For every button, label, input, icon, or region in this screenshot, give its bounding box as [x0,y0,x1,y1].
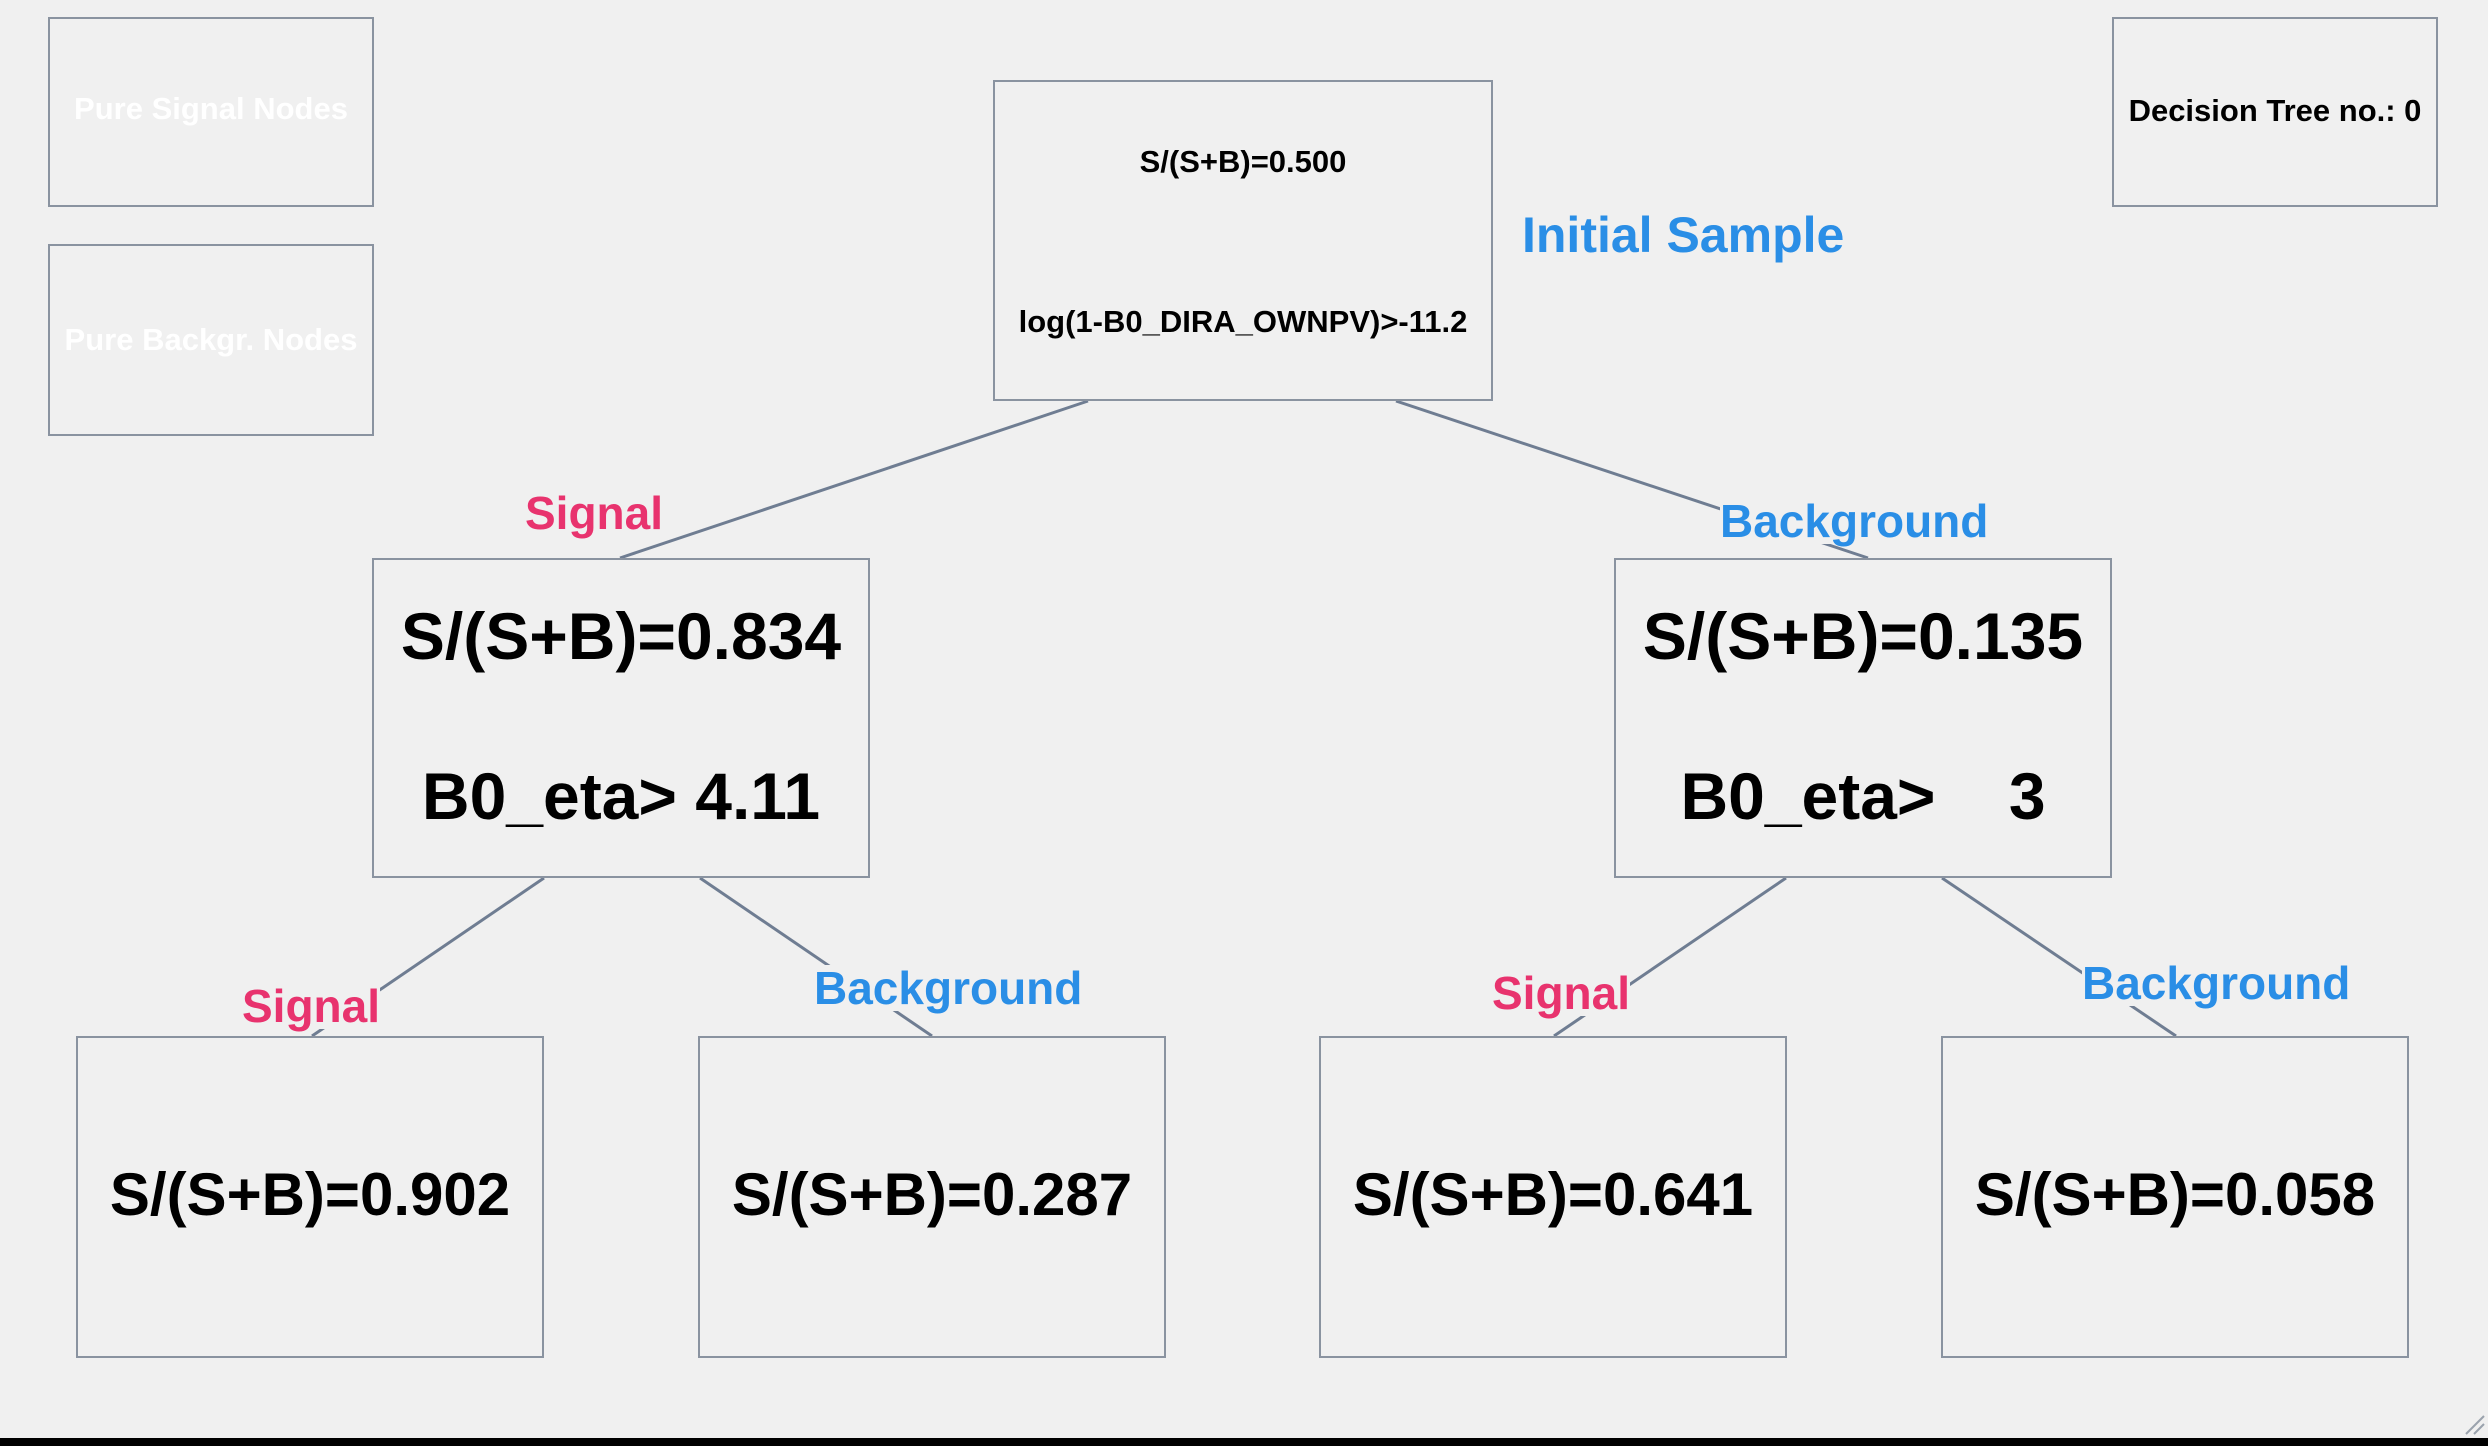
leaf-node-1: S/(S+B)=0.902 [76,1036,544,1358]
resize-grip-icon[interactable] [2460,1410,2486,1436]
leaf-node-2-purity: S/(S+B)=0.287 [731,1161,1133,1228]
root-purity: S/(S+B)=0.500 [1139,144,1347,179]
legend-pure-signal: Pure Signal Nodes [48,17,374,207]
legend-pure-background-label: Pure Backgr. Nodes [64,322,358,357]
edge-root-to-signal [619,399,1089,560]
node-signal-branch: S/(S+B)=0.834 B0_eta> 4.11 [372,558,870,878]
leaf-node-4-purity: S/(S+B)=0.058 [1974,1161,2376,1228]
leaf-node-2: S/(S+B)=0.287 [698,1036,1166,1358]
tree-number-label: Decision Tree no.: 0 [2128,93,2422,128]
edge-right-to-background-leaf [1941,876,2177,1038]
tree-number-box: Decision Tree no.: 0 [2112,17,2438,207]
branch-label-background-l1: Background [1720,495,1989,547]
window-bottom-border [0,1438,2488,1446]
branch-label-background-leaf-2: Background [814,962,1083,1014]
node-background-branch-purity: S/(S+B)=0.135 [1642,599,2084,673]
branch-label-background-leaf-4: Background [2082,957,2351,1009]
initial-sample-label: Initial Sample [1522,207,1845,263]
leaf-node-3: S/(S+B)=0.641 [1319,1036,1787,1358]
branch-label-signal-leaf-3: Signal [1492,967,1631,1019]
node-signal-branch-cut: B0_eta> 4.11 [421,759,821,833]
node-background-branch-cut: B0_eta> 3 [1680,759,2046,833]
leaf-node-4: S/(S+B)=0.058 [1941,1036,2409,1358]
node-background-branch: S/(S+B)=0.135 B0_eta> 3 [1614,558,2112,878]
branch-label-signal-leaf-1: Signal [242,980,381,1032]
leaf-node-3-purity: S/(S+B)=0.641 [1352,1161,1754,1228]
leaf-node-1-purity: S/(S+B)=0.902 [109,1161,511,1228]
branch-label-signal-l1: Signal [525,487,664,539]
node-signal-branch-purity: S/(S+B)=0.834 [400,599,842,673]
root-cut: log(1-B0_DIRA_OWNPV)>-11.2 [1018,304,1468,339]
root-node: S/(S+B)=0.500 log(1-B0_DIRA_OWNPV)>-11.2 [993,80,1493,401]
legend-pure-background: Pure Backgr. Nodes [48,244,374,436]
legend-pure-signal-label: Pure Signal Nodes [74,91,348,126]
